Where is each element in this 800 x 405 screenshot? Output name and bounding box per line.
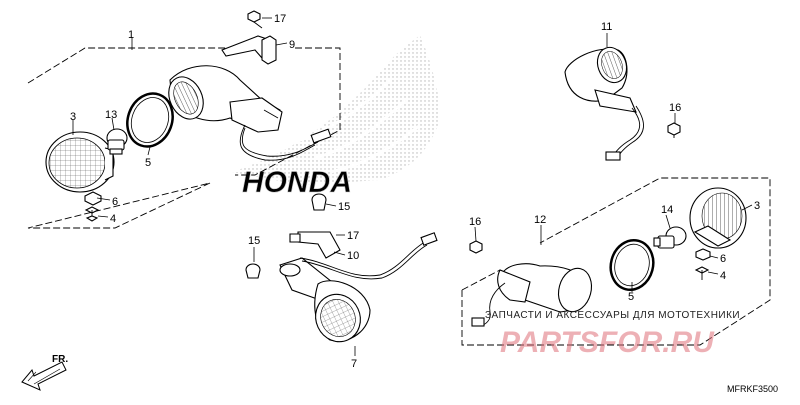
grommet-16-top — [667, 122, 681, 138]
housing-assembly-1 — [168, 65, 283, 133]
bulb-14 — [653, 226, 687, 249]
label-11: 11 — [601, 21, 612, 33]
bulb-13 — [106, 128, 128, 155]
gasket-5-right — [609, 238, 655, 292]
assembly-1-frame — [27, 47, 341, 229]
label-9: 9 — [289, 39, 295, 51]
bracket-9 — [221, 35, 277, 65]
front-arrow-icon: FR. — [21, 354, 68, 391]
label-17-bottom: 17 — [347, 230, 359, 242]
wire-harness-7 — [299, 232, 438, 280]
label-12: 12 — [534, 214, 546, 226]
shop-watermark: ЗАПЧАСТИ И АКСЕССУАРЫ ДЛЯ МОТОТЕХНИКИ PA… — [485, 310, 740, 359]
assembly-12-frame — [461, 177, 771, 346]
nut-6-right — [695, 248, 711, 261]
label-6-left: 6 — [112, 196, 118, 208]
wire-harness-1 — [239, 124, 332, 161]
label-5-right: 5 — [628, 291, 634, 303]
label-16-bottom: 16 — [469, 216, 481, 228]
label-15-top: 15 — [338, 201, 350, 213]
shop-logo: PARTSFOR.RU — [500, 326, 715, 359]
front-label: FR. — [52, 354, 68, 365]
label-3-right: 3 — [754, 200, 760, 212]
part-labels: 1 3 13 5 6 4 17 9 15 11 16 16 12 14 3 6 … — [70, 13, 760, 370]
screw-17-top — [247, 10, 263, 29]
label-1: 1 — [128, 29, 134, 41]
front-lens-left — [45, 131, 115, 193]
label-17-top: 17 — [274, 13, 286, 25]
label-14: 14 — [661, 204, 673, 216]
label-4-left: 4 — [110, 213, 116, 225]
rear-indicator-11 — [564, 46, 644, 161]
label-10: 10 — [347, 250, 359, 262]
diagram-code: MFRKF3500 — [727, 384, 778, 394]
honda-wordmark: HONDA — [242, 166, 352, 199]
honda-wing-watermark: HONDA — [232, 35, 440, 199]
grommet-16-bottom — [469, 240, 483, 254]
front-indicator-7 — [279, 257, 371, 343]
label-7: 7 — [351, 358, 357, 370]
label-4-right: 4 — [720, 270, 726, 282]
label-13: 13 — [105, 109, 117, 121]
bracket-10 — [289, 231, 341, 259]
label-6-right: 6 — [720, 253, 726, 265]
label-5-left: 5 — [145, 157, 151, 169]
screw-4-right — [694, 266, 710, 280]
leader-lines — [72, 17, 753, 356]
nut-6-left — [84, 191, 102, 206]
rear-lens-right — [689, 187, 747, 249]
label-3-left: 3 — [70, 111, 76, 123]
grommet-15-top — [311, 193, 327, 211]
housing-assembly-12 — [471, 263, 593, 327]
gasket-5-left — [126, 92, 174, 148]
label-16-top: 16 — [669, 102, 681, 114]
screw-4-left — [84, 206, 100, 222]
grommet-15-bottom — [245, 263, 261, 279]
shop-tagline: ЗАПЧАСТИ И АКСЕССУАРЫ ДЛЯ МОТОТЕХНИКИ — [485, 310, 740, 321]
label-15-bottom: 15 — [248, 235, 260, 247]
